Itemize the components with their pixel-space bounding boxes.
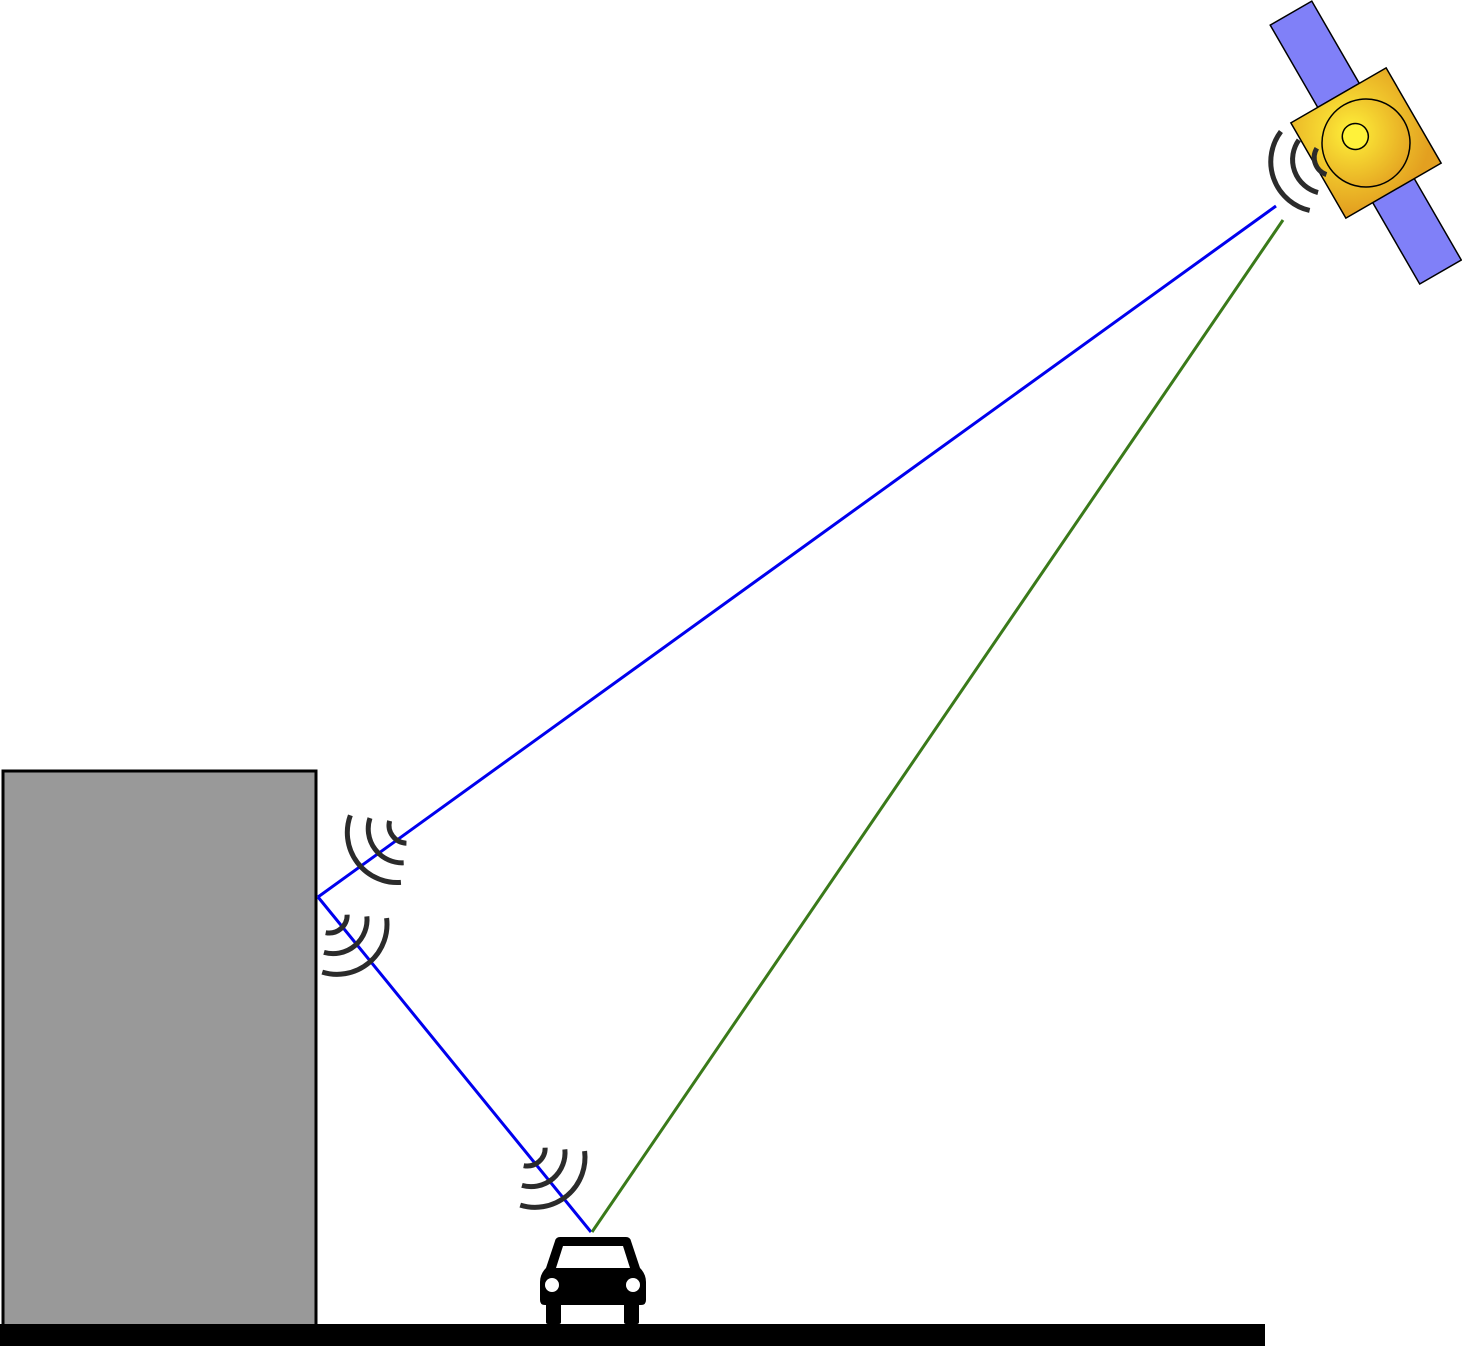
- reflected-path-building-to-car: [316, 896, 593, 1233]
- wave-icon-satellite: [1268, 130, 1328, 213]
- car-icon: [540, 1237, 646, 1324]
- wave-icon-car: [519, 1147, 588, 1210]
- car-wheel-left: [546, 1300, 561, 1324]
- car-windshield: [556, 1246, 630, 1268]
- wave-icon-building-outgoing: [321, 914, 390, 977]
- building: [1, 769, 318, 1338]
- wave-icon-building-incoming: [344, 814, 407, 885]
- satellite-icon: [1269, 0, 1462, 286]
- car-wheel-right: [624, 1300, 639, 1324]
- direct-path-satellite-to-car: [590, 219, 1285, 1233]
- car-headlight-left: [545, 1278, 559, 1292]
- reflected-path-satellite-to-building: [317, 204, 1277, 899]
- car-headlight-right: [626, 1278, 640, 1292]
- satellite-dish-center: [1341, 122, 1370, 151]
- ground-line: [0, 1324, 1265, 1346]
